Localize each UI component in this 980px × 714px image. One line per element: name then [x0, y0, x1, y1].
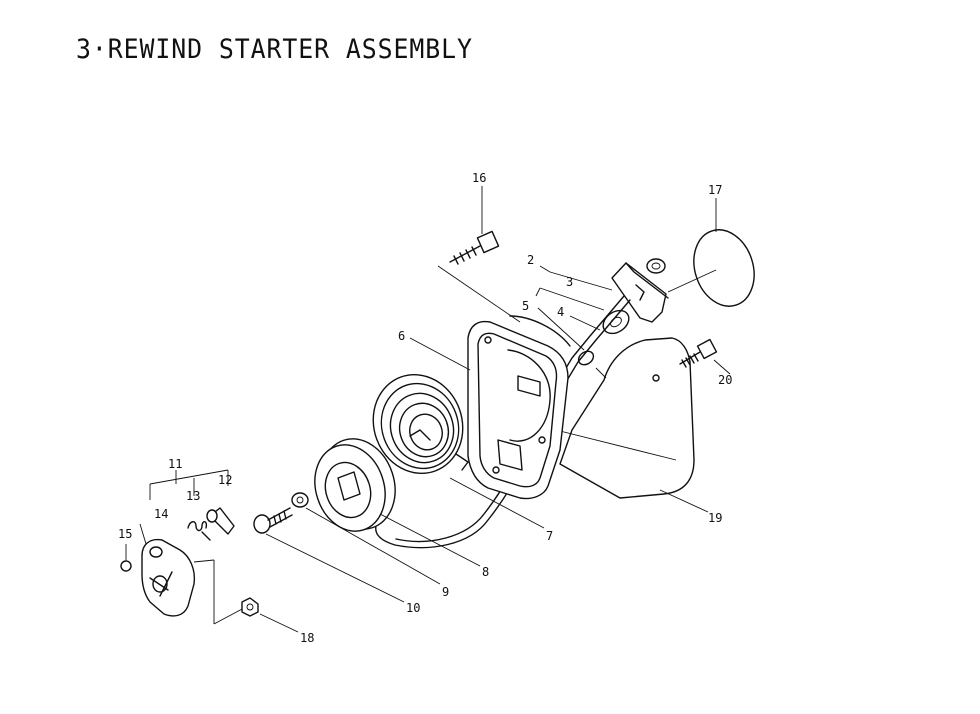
callout-14: 14 [154, 507, 168, 521]
part-2-starter-handle [611, 258, 669, 323]
callout-11: 11 [168, 457, 182, 471]
callout-8: 8 [482, 565, 489, 579]
callout-9: 9 [442, 585, 449, 599]
callout-13: 13 [186, 489, 200, 503]
callout-7: 7 [546, 529, 553, 543]
part-9-washer [291, 492, 441, 585]
part-20-bolt [679, 338, 731, 375]
callout-2: 2 [527, 253, 534, 267]
callout-17: 17 [708, 183, 722, 197]
part-18-nut [241, 597, 299, 633]
callout-15: 15 [118, 527, 132, 541]
callout-18: 18 [300, 631, 314, 645]
part-16-bolt [449, 186, 500, 265]
part-15-nut [120, 544, 132, 572]
part-13-spring [187, 521, 211, 541]
part-8-pulley [314, 438, 481, 567]
callout-10: 10 [406, 601, 420, 615]
callout-6: 6 [398, 329, 405, 343]
diagram-title: 3·REWIND STARTER ASSEMBLY [76, 34, 473, 65]
callout-5: 5 [522, 299, 529, 313]
callout-12: 12 [218, 473, 232, 487]
part-10-screw [253, 507, 405, 603]
callout-4: 4 [557, 305, 564, 319]
part-7-recoil-spring [372, 373, 545, 529]
part-12-pawl [206, 507, 235, 535]
part-4-rope-guide [577, 309, 630, 366]
callout-19: 19 [708, 511, 722, 525]
callout-16: 16 [472, 171, 486, 185]
leader-lines [535, 265, 613, 379]
callout-20: 20 [718, 373, 732, 387]
part-19-cover-plate [555, 337, 709, 513]
callout-3: 3 [566, 275, 573, 289]
callout-labels: 16 17 2 3 5 4 6 20 11 12 13 14 19 15 7 8… [118, 171, 732, 645]
part-14-ratchet [139, 523, 245, 625]
part-6-starter-case [409, 265, 571, 500]
part-17-decal [667, 198, 755, 307]
part-11-bracket [149, 469, 229, 500]
